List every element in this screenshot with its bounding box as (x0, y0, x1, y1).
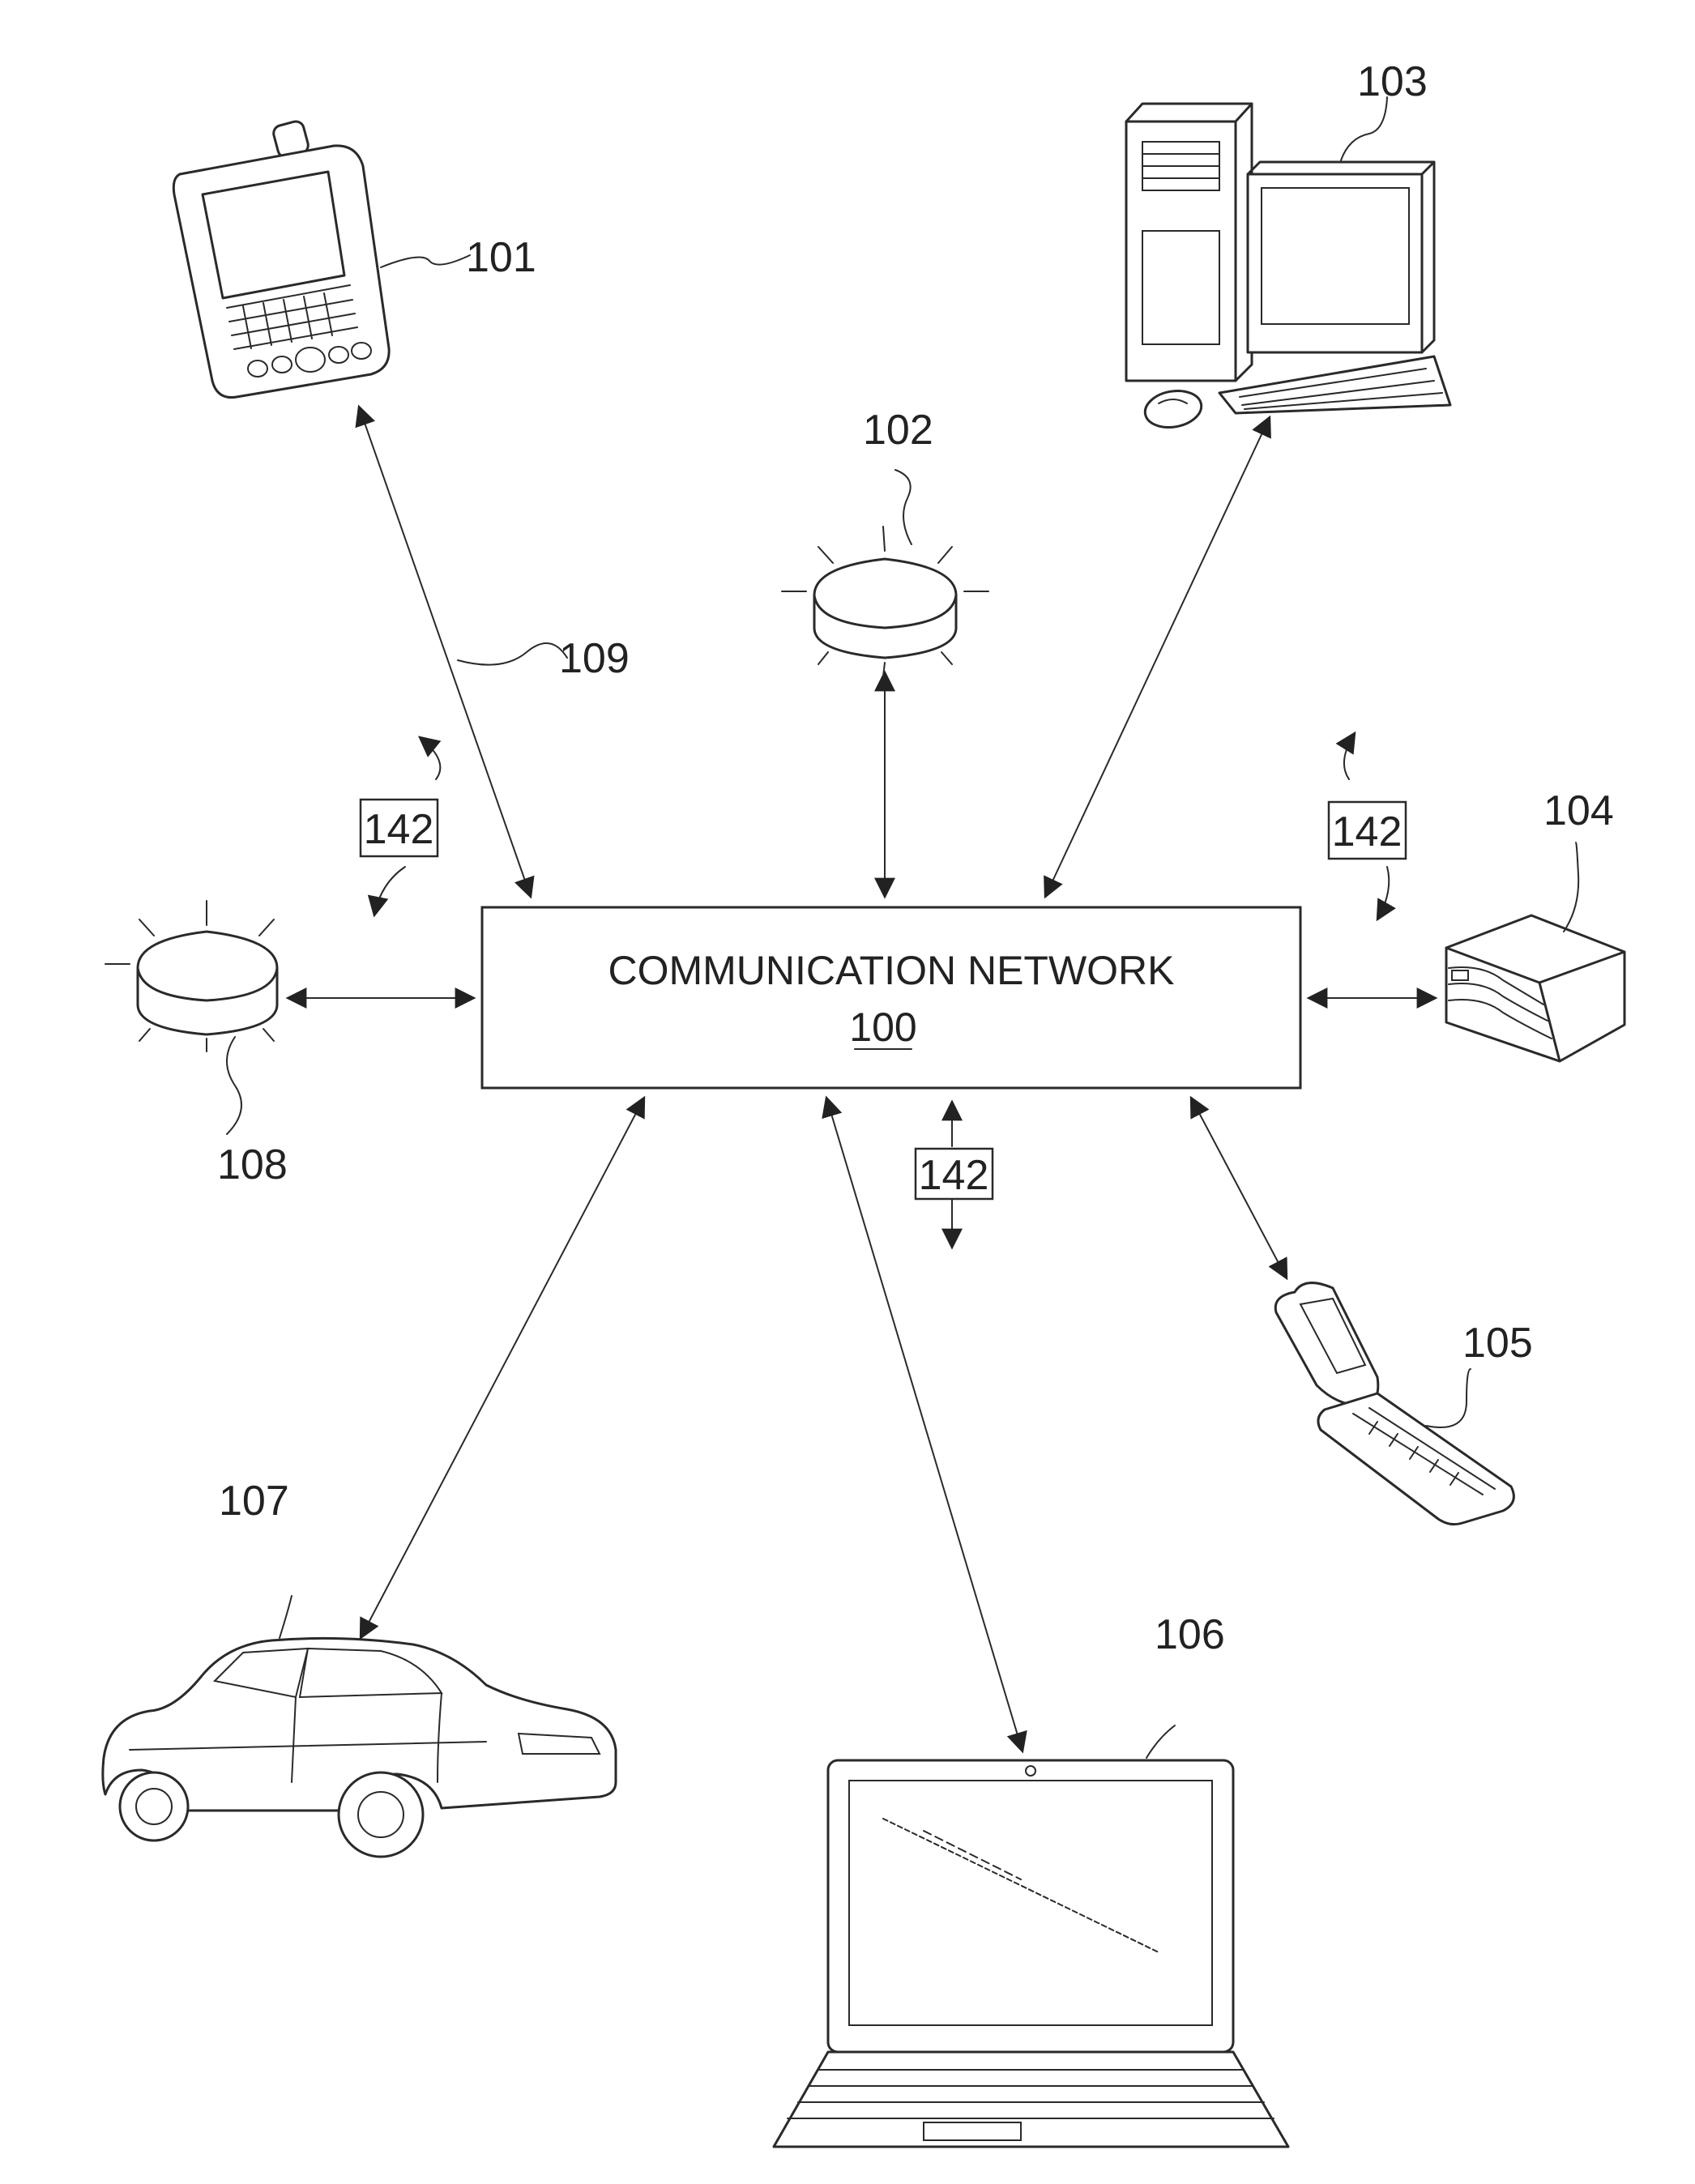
flip-phone-ref: 105 (1462, 1320, 1533, 1367)
pda-device: 101 (173, 120, 536, 398)
server-device: 104 (1446, 787, 1625, 1061)
signal-indicator-right: 142 (1329, 733, 1406, 919)
link-car (361, 1098, 644, 1638)
network-ref: 100 (849, 1005, 916, 1050)
signal-label-right: 142 (1332, 808, 1403, 855)
link-flip-phone (1191, 1098, 1287, 1278)
desktop-computer: 103 (1126, 58, 1450, 432)
link-desktop (1045, 417, 1270, 897)
link-ref: 109 (559, 635, 630, 682)
laptop-device: 106 (774, 1611, 1288, 2147)
desktop-ref: 103 (1357, 58, 1428, 105)
car-device: 107 (103, 1478, 616, 1857)
signal-indicator-bottom: 142 (916, 1102, 993, 1248)
beacon-left-device: 108 (105, 901, 288, 1188)
flip-phone-device: 105 (1275, 1283, 1533, 1525)
laptop-ref: 106 (1155, 1611, 1225, 1658)
signal-label-bottom: 142 (919, 1152, 989, 1199)
communication-network-box: COMMUNICATION NETWORK 100 (482, 907, 1300, 1088)
link-ref-leader (458, 643, 567, 665)
pda-ref: 101 (466, 234, 536, 281)
car-ref: 107 (219, 1478, 289, 1525)
signal-label-left: 142 (364, 806, 434, 853)
signal-indicator-left: 142 (361, 737, 440, 915)
beacon-top-device: 102 (782, 407, 988, 676)
server-ref: 104 (1543, 787, 1614, 834)
beacon-top-ref: 102 (863, 407, 933, 454)
network-label: COMMUNICATION NETWORK (608, 948, 1174, 993)
beacon-left-ref: 108 (217, 1141, 288, 1188)
